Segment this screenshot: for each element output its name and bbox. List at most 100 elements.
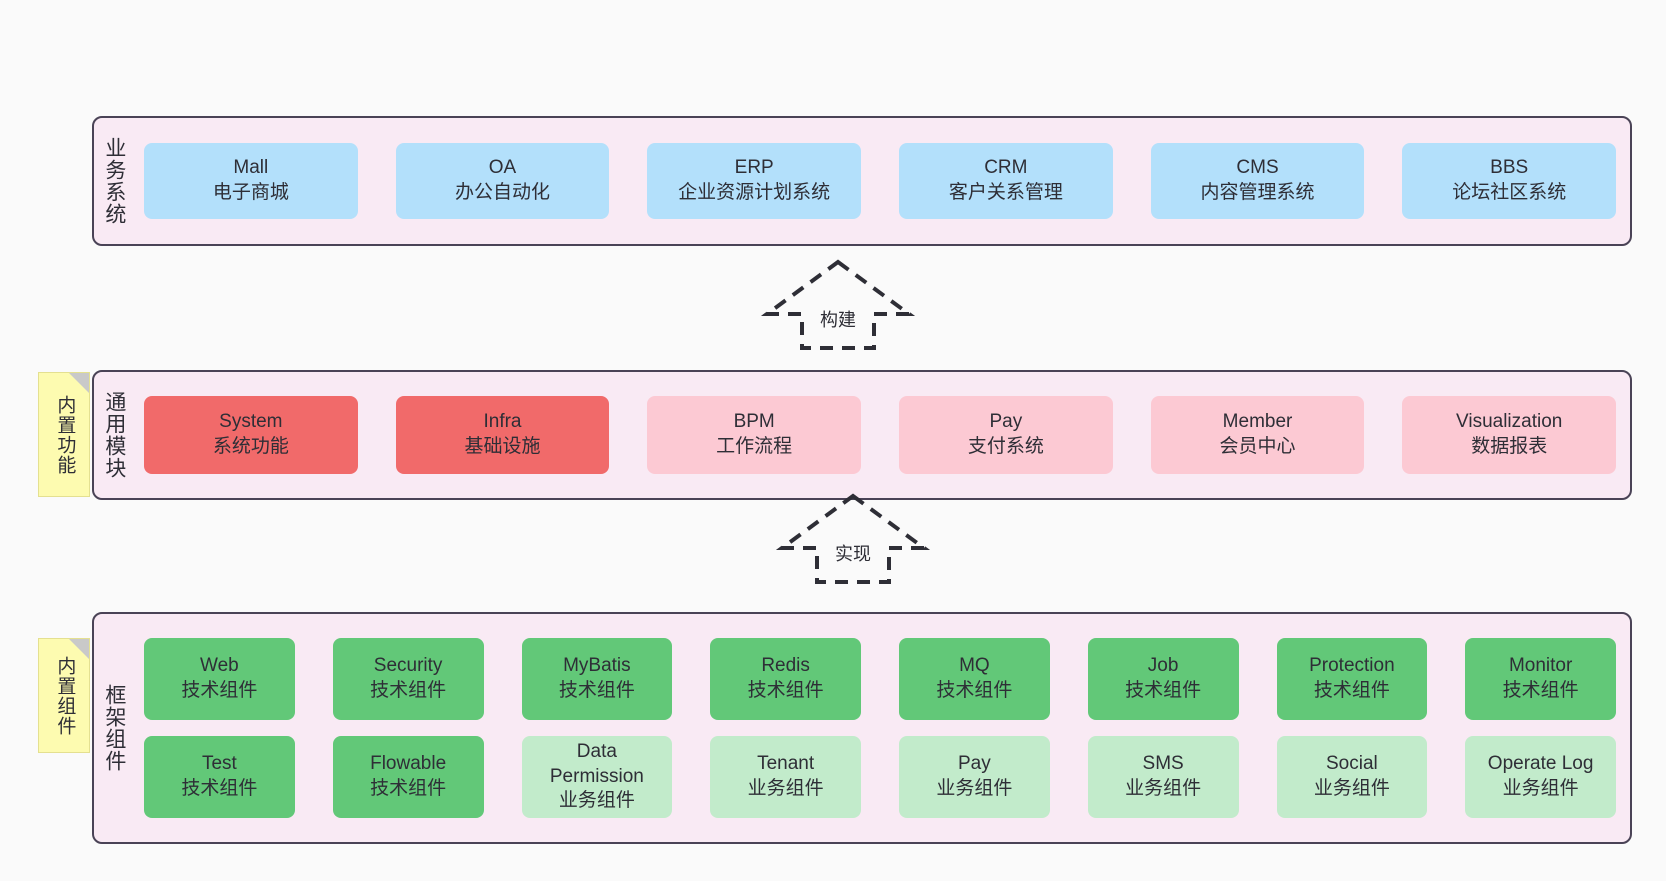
card-subtitle: 业务组件 [1502,778,1579,799]
card-tenant[interactable]: Tenant 业务组件 [710,736,861,818]
card-job[interactable]: Job 技术组件 [1087,638,1239,720]
card-subtitle: 技术组件 [181,680,258,701]
card-sms[interactable]: SMS 业务组件 [1087,736,1239,818]
card-erp[interactable]: ERP 企业资源计划系统 [647,143,862,219]
card-mq[interactable]: MQ 技术组件 [899,638,1050,720]
card-system[interactable]: System 系统功能 [144,396,358,474]
card-pay-module[interactable]: Pay 支付系统 [899,396,1113,474]
card-subtitle: 技术组件 [1502,680,1579,701]
card-subtitle: 客户关系管理 [948,182,1063,203]
layer-body-modules: System 系统功能 Infra 基础设施 BPM 工作流程 Pay 支付系统… [134,372,1630,498]
card-title: Flowable [370,753,447,775]
card-subtitle: 技术组件 [558,680,635,701]
card-crm[interactable]: CRM 客户关系管理 [899,143,1113,219]
card-title: Visualization [1456,411,1563,433]
card-test[interactable]: Test 技术组件 [144,736,295,818]
card-row: Web 技术组件 Security 技术组件 MyBatis 技术组件 Redi… [144,638,1616,720]
card-subtitle: 电子商城 [212,182,289,203]
card-oa[interactable]: OA 办公自动化 [395,143,610,219]
card-title: CRM [984,157,1028,179]
card-subtitle: 技术组件 [181,778,258,799]
layer-title-business: 业务系统 [102,137,126,225]
card-monitor[interactable]: Monitor 技术组件 [1465,638,1616,720]
card-subtitle: 技术组件 [370,778,447,799]
block-arrow-build: 构建 [760,258,916,350]
card-title: Security [373,655,443,677]
card-operate-log[interactable]: Operate Log 业务组件 [1465,736,1616,818]
card-subtitle: 会员中心 [1219,436,1296,457]
sticky-note-builtin-components: 内置组件 [38,638,90,753]
layer-title-framework: 框架组件 [102,684,126,772]
card-subtitle: 内容管理系统 [1200,182,1315,203]
card-infra[interactable]: Infra 基础设施 [395,396,610,474]
card-subtitle: 工作流程 [716,436,793,457]
card-subtitle: 企业资源计划系统 [678,182,831,203]
up-arrow-icon [775,493,931,584]
card-subtitle: 基础设施 [464,436,541,457]
card-title: Test [201,753,237,775]
card-title: MQ [959,655,990,677]
card-title: Tenant [757,753,815,775]
card-title: CMS [1236,157,1279,179]
card-title: Protection [1309,655,1395,677]
card-title: Job [1147,655,1179,677]
card-title: Redis [761,655,810,677]
card-subtitle: 技术组件 [936,680,1013,701]
card-flowable[interactable]: Flowable 技术组件 [332,736,484,818]
block-arrow-implement: 实现 [775,492,931,584]
card-member[interactable]: Member 会员中心 [1150,396,1365,474]
card-title: Data Permission [549,740,644,787]
sticky-note-builtin-features: 内置功能 [38,372,90,497]
card-mybatis[interactable]: MyBatis 技术组件 [521,638,673,720]
card-title: Web [200,655,239,677]
card-title: BBS [1490,157,1529,179]
card-subtitle: 论坛社区系统 [1452,182,1567,203]
card-cms[interactable]: CMS 内容管理系统 [1150,143,1365,219]
card-data-permission[interactable]: Data Permission 业务组件 [521,736,673,818]
card-subtitle: 业务组件 [1313,778,1390,799]
card-security[interactable]: Security 技术组件 [332,638,484,720]
card-subtitle: 业务组件 [747,778,824,799]
card-subtitle: 系统功能 [212,436,289,457]
card-subtitle: 数据报表 [1471,436,1548,457]
card-title: Mall [233,157,269,179]
card-mall[interactable]: Mall 电子商城 [144,143,358,219]
card-social[interactable]: Social 业务组件 [1276,736,1428,818]
card-title: System [219,411,283,433]
card-bbs[interactable]: BBS 论坛社区系统 [1402,143,1617,219]
card-subtitle: 业务组件 [1125,778,1202,799]
layer-panel-modules: 通用模块 System 系统功能 Infra 基础设施 BPM 工作流程 Pay… [92,370,1632,500]
card-subtitle: 技术组件 [747,680,824,701]
layer-panel-framework: 框架组件 Web 技术组件 Security 技术组件 MyBatis 技术组件… [92,612,1632,844]
card-protection[interactable]: Protection 技术组件 [1276,638,1428,720]
card-title: Infra [483,411,522,433]
card-visualization[interactable]: Visualization 数据报表 [1402,396,1617,474]
card-title: ERP [734,157,774,179]
card-title: Pay [958,753,991,775]
card-subtitle: 办公自动化 [455,182,551,203]
card-title: SMS [1142,753,1184,775]
up-arrow-icon [760,259,916,350]
layer-panel-business: 业务系统 Mall 电子商城 OA 办公自动化 ERP 企业资源计划系统 CRM… [92,116,1632,246]
card-redis[interactable]: Redis 技术组件 [710,638,861,720]
card-row: System 系统功能 Infra 基础设施 BPM 工作流程 Pay 支付系统… [144,396,1617,474]
card-title: BPM [733,411,775,433]
card-pay-component[interactable]: Pay 业务组件 [899,736,1050,818]
card-subtitle: 技术组件 [370,680,447,701]
card-web[interactable]: Web 技术组件 [144,638,295,720]
card-title: Monitor [1508,655,1573,677]
card-bpm[interactable]: BPM 工作流程 [647,396,862,474]
card-subtitle: 业务组件 [936,778,1013,799]
card-title: OA [488,157,517,179]
card-title: Pay [989,411,1023,433]
card-title: Operate Log [1487,753,1594,775]
layer-title-modules: 通用模块 [102,391,126,479]
card-subtitle: 业务组件 [558,790,635,812]
card-title: Social [1326,753,1378,775]
card-subtitle: 技术组件 [1313,680,1390,701]
layer-body-business: Mall 电子商城 OA 办公自动化 ERP 企业资源计划系统 CRM 客户关系… [134,118,1630,244]
card-subtitle: 支付系统 [967,436,1044,457]
card-subtitle: 技术组件 [1125,680,1202,701]
card-row: Test 技术组件 Flowable 技术组件 Data Permission … [144,736,1616,818]
